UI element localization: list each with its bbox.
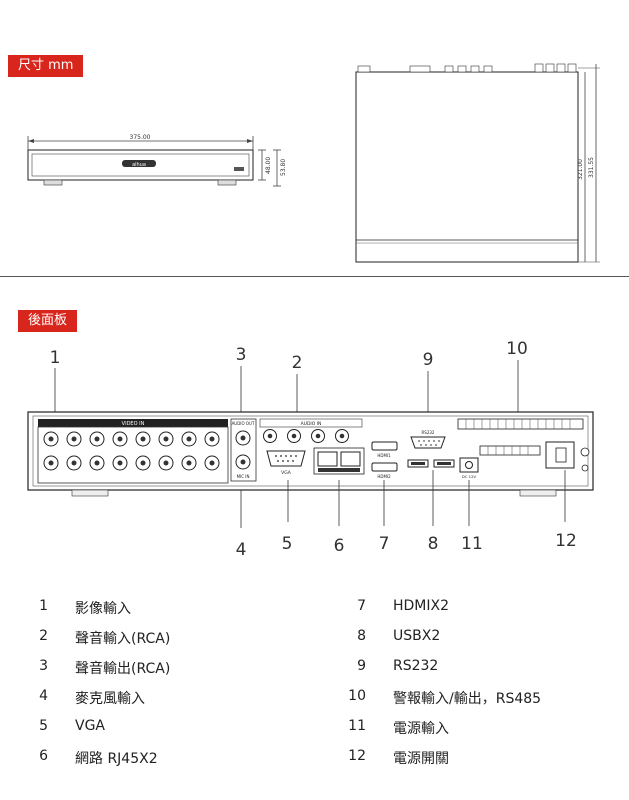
legend-text: 電源開關 — [393, 751, 449, 767]
front-view: 375.00 alhua 48.00 53.80 — [27, 134, 287, 187]
top-view: 321.00 331.55 — [355, 63, 600, 263]
legend-text: 電源輸入 — [393, 721, 449, 737]
width-dimension-label: 375.00 — [130, 134, 151, 141]
dimension-drawings: 375.00 alhua 48.00 53.80 — [27, 63, 600, 263]
legend-num: 12 — [348, 748, 366, 764]
section-divider — [0, 276, 629, 277]
rs232-label: RS232 — [422, 430, 435, 435]
rear-panel-section-tag: 後面板 — [18, 310, 78, 332]
video-in-label: VIDEO IN — [122, 421, 145, 427]
callout-8: 8 — [428, 534, 439, 554]
legend-num: 11 — [348, 718, 366, 734]
legend-text: 警報輸入/輸出，RS485 — [393, 691, 542, 707]
legend-num: 1 — [39, 598, 48, 614]
callout-6: 6 — [334, 536, 345, 556]
brand-logo-text: alhua — [132, 162, 146, 168]
legend-text: 網路 RJ45X2 — [75, 751, 158, 767]
legend-text: USBX2 — [393, 628, 441, 644]
callout-1: 1 — [50, 348, 61, 368]
legend-text: VGA — [75, 718, 106, 734]
audio-in-label: AUDIO IN — [301, 421, 322, 427]
depth-outer-label: 331.55 — [588, 157, 595, 178]
hdmi1-label: HDMI1 — [377, 453, 391, 458]
legend-text: 聲音輸入(RCA) — [75, 631, 171, 647]
callout-3: 3 — [236, 345, 247, 365]
legend-num: 2 — [39, 628, 48, 644]
legend-text: 麥克風輸入 — [75, 691, 145, 707]
callout-9: 9 — [423, 350, 434, 370]
legend-num: 10 — [348, 688, 366, 704]
power-input-label: DC 12V — [462, 474, 477, 479]
callout-7: 7 — [379, 534, 390, 554]
dimensions-section-tag: 尺寸 mm — [8, 55, 84, 77]
mic-in-label: MIC IN — [237, 474, 250, 479]
callout-2: 2 — [292, 353, 303, 373]
legend-num: 7 — [357, 598, 366, 614]
legend-num: 6 — [39, 748, 48, 764]
legend-num: 9 — [357, 658, 366, 674]
callout-10: 10 — [506, 339, 528, 359]
height-inner-label: 48.00 — [265, 157, 272, 174]
callout-11: 11 — [461, 534, 483, 554]
callout-12: 12 — [555, 531, 577, 551]
hdmi2-label: HDMI2 — [377, 474, 391, 479]
height-outer-label: 53.80 — [280, 159, 287, 176]
depth-inner-label: 321.00 — [577, 159, 584, 180]
audio-out-label: AUDIO OUT — [232, 421, 255, 426]
vga-label: VGA — [281, 470, 292, 476]
callout-4: 4 — [236, 540, 247, 560]
legend-num: 5 — [39, 718, 48, 734]
legend-text: 影像輸入 — [75, 601, 131, 617]
rear-panel-diagram: 1 3 2 9 10 VIDEO IN AUDIO OUT MIC IN AUD… — [27, 339, 594, 560]
legend-num: 4 — [39, 688, 48, 704]
legend-text: 聲音輸出(RCA) — [75, 661, 171, 677]
callout-5: 5 — [282, 534, 293, 554]
legend-num: 8 — [357, 628, 366, 644]
legend-num: 3 — [39, 658, 48, 674]
legend-text: HDMIX2 — [393, 598, 450, 614]
legend-text: RS232 — [393, 658, 439, 674]
